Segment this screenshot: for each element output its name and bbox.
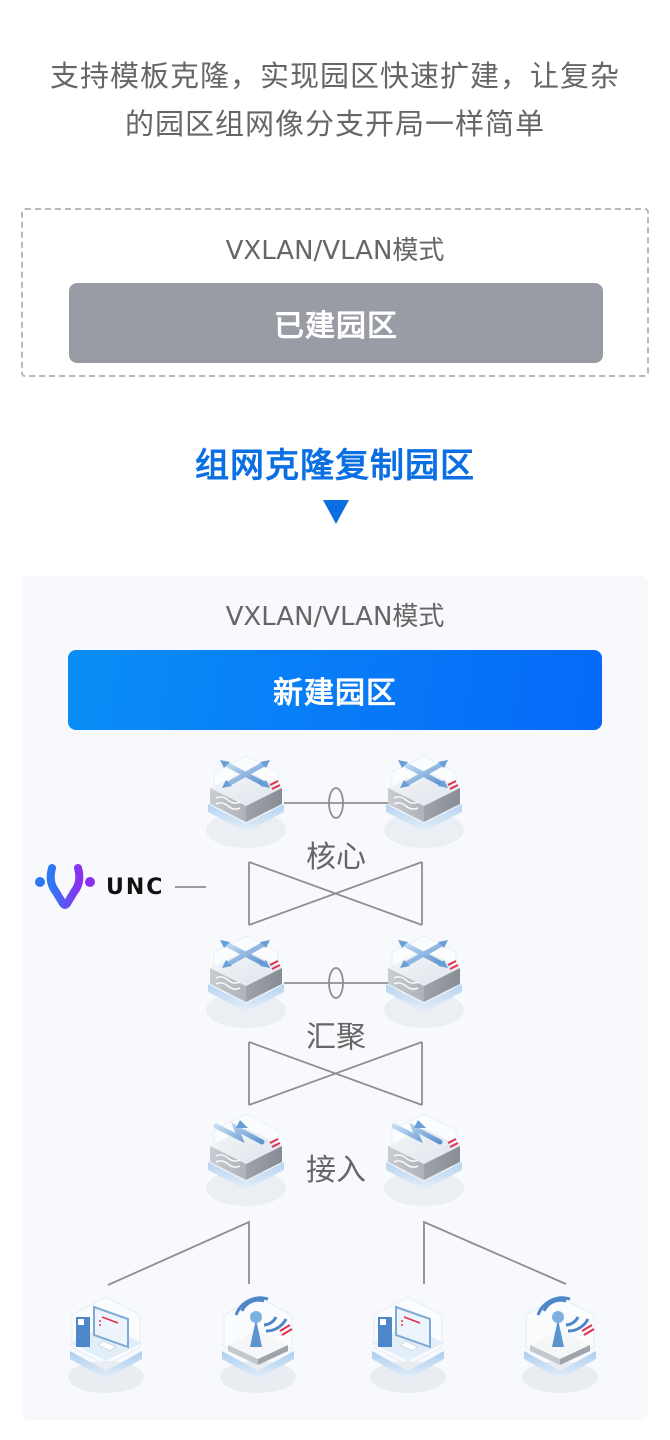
existing-campus-box: VXLAN/VLAN模式 已建园区: [21, 208, 649, 377]
existing-mode-label: VXLAN/VLAN模式: [225, 236, 445, 266]
unc-logo-icon: [35, 864, 95, 909]
intro-line-1: 支持模板克隆，实现园区快速扩建，让复杂: [49, 59, 620, 93]
new-campus-panel: VXLAN/VLAN模式 新建园区: [22, 576, 648, 1420]
ap-left-icon: [218, 1295, 298, 1395]
agg-switch-left-icon: [206, 936, 286, 1028]
controller-logo: UNC: [34, 862, 164, 912]
intro-line-2: 的园区组网像分支开局一样简单: [124, 107, 545, 141]
intro-text: 支持模板克隆，实现园区快速扩建，让复杂 的园区组网像分支开局一样简单: [0, 52, 670, 148]
pc-left-icon: [67, 1296, 145, 1394]
triangle-down-icon: [323, 500, 349, 524]
access-switch-right-icon: [384, 1114, 464, 1206]
new-mode-label: VXLAN/VLAN模式: [225, 602, 445, 632]
core-switch-left-icon: [206, 756, 286, 848]
pc-right-icon: [369, 1296, 447, 1394]
core-lag-ring: [328, 787, 344, 819]
tier-label-aggregation: 汇聚: [306, 1020, 366, 1055]
core-switch-right-icon: [384, 756, 464, 848]
agg-switch-right-icon: [384, 936, 464, 1028]
clone-step-title: 组网克隆复制园区: [195, 446, 475, 486]
new-campus-button[interactable]: 新建园区: [68, 650, 602, 730]
agg-lag-ring: [328, 967, 344, 999]
agg-access-cross-links: [248, 1041, 423, 1106]
access-endpoint-links: [107, 1220, 567, 1286]
existing-campus-button[interactable]: 已建园区: [69, 283, 603, 363]
tier-label-core: 核心: [306, 840, 366, 875]
access-switch-left-icon: [206, 1114, 286, 1206]
controller-name: UNC: [106, 874, 165, 900]
core-agg-cross-links: [248, 861, 423, 926]
ap-right-icon: [520, 1295, 600, 1395]
tier-label-access: 接入: [306, 1153, 366, 1188]
